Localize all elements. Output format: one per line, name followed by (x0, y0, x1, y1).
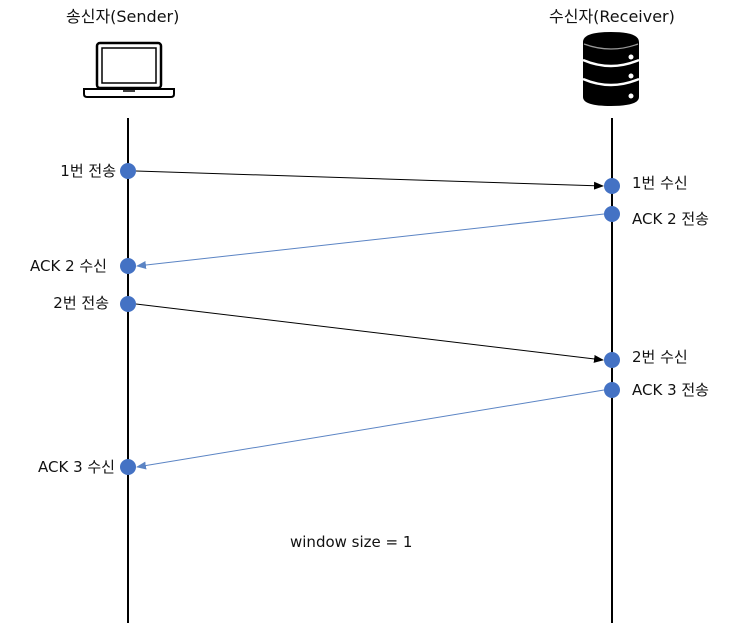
receiver-label: 수신자(Receiver) (549, 7, 675, 26)
ack2-send-node (604, 206, 620, 222)
sender-label: 송신자(Sender) (66, 7, 180, 26)
recv2-label: 2번 수신 (632, 348, 688, 366)
ack3-recv-node (120, 459, 136, 475)
send2-node (120, 296, 136, 312)
window-size-note: window size = 1 (290, 533, 413, 551)
send1-label: 1번 전송 (60, 162, 116, 180)
ack-2-arrow (136, 213, 605, 269)
ack3-send-node (604, 382, 620, 398)
recv2-node (604, 352, 620, 368)
laptop-icon (83, 41, 175, 98)
recv1-label: 1번 수신 (632, 174, 688, 192)
ack-3-arrow (136, 389, 605, 470)
recv1-node (604, 178, 620, 194)
ack2-recv-node (120, 258, 136, 274)
send2-label: 2번 전송 (53, 294, 109, 312)
database-icon (582, 32, 640, 106)
packet-2-arrow (135, 303, 604, 363)
ack3-recv-label: ACK 3 수신 (38, 458, 115, 476)
ack2-send-label: ACK 2 전송 (632, 210, 709, 228)
ack3-send-label: ACK 3 전송 (632, 381, 709, 399)
send1-node (120, 163, 136, 179)
ack2-recv-label: ACK 2 수신 (30, 257, 107, 275)
packet-1-arrow (135, 170, 604, 190)
